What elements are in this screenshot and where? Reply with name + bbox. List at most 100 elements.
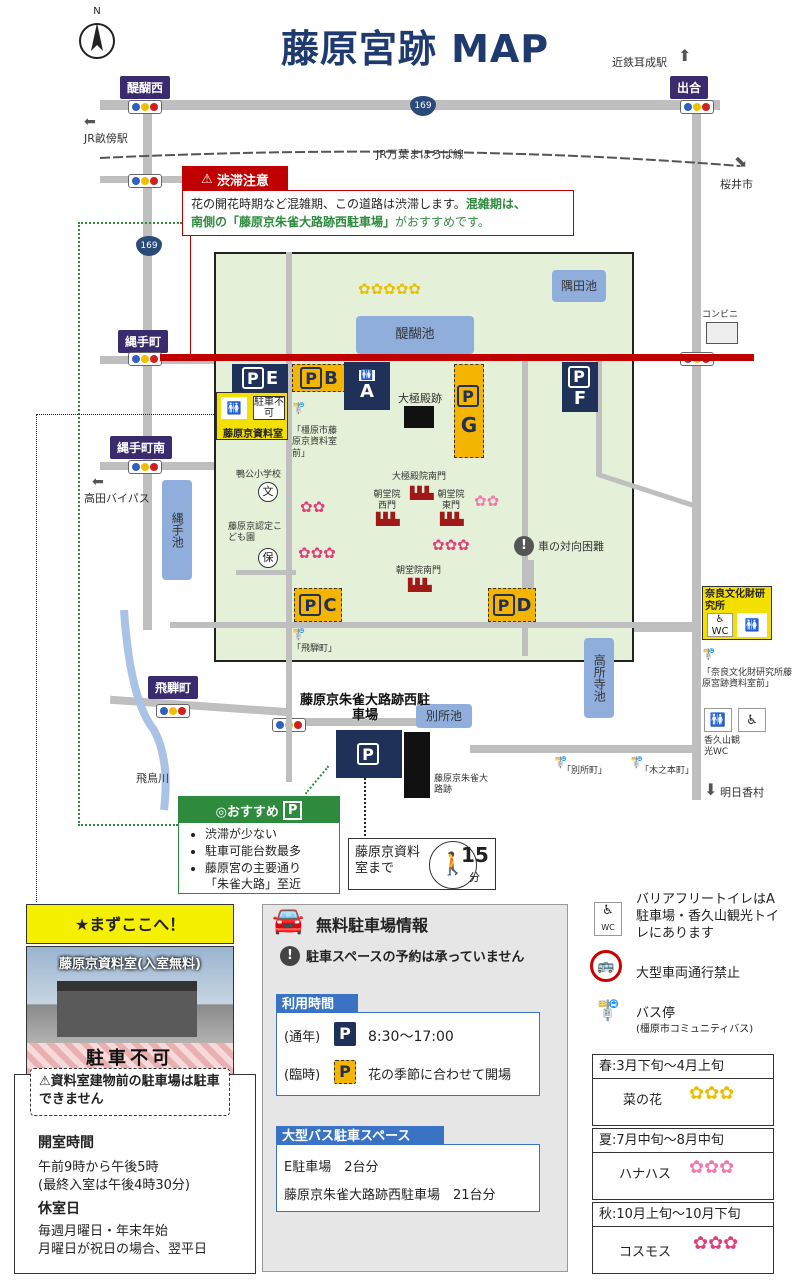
traffic-signal-icon — [156, 704, 190, 718]
parking-icon: P — [282, 800, 303, 820]
arrow-down-icon: ⬇ — [704, 780, 718, 799]
parking-icon: P — [300, 367, 323, 389]
bus-stop-kashihara-label: 「橿原市藤原京資料室前」 — [292, 426, 338, 459]
warning-icon: ⚠ — [201, 171, 213, 187]
recommended-route-dotted — [78, 824, 178, 826]
bus-stop-icon: 🚏 — [596, 998, 621, 1022]
closed-line-1: 毎週月曜日・年末年始 — [38, 1224, 169, 1239]
congestion-road — [160, 354, 754, 361]
bus-stop-nabunken-label: 「奈良文化財研究所藤原宮跡資料室前」 — [702, 668, 793, 690]
parking-icon: P — [357, 743, 379, 765]
season-period: 春:3月下旬～4月上旬 — [593, 1055, 773, 1079]
jr-line-label: JR万葉まほろば線 — [376, 148, 464, 161]
bus-stop-icon: 🚏 — [292, 402, 306, 415]
hours-line-2: (最終入室は午後4時30分) — [38, 1178, 190, 1193]
toilet-icon: 🚻 — [704, 708, 732, 732]
walk-minutes: 15 — [461, 843, 489, 867]
shiryoshitsu-marker[interactable]: 🚻 駐車不可 藤原京資料室 — [216, 392, 288, 440]
nabunken-label: 奈良文化財研究所 — [705, 589, 765, 612]
daigokuden-site — [404, 406, 434, 428]
recommend-item: 渋滞が少ない — [205, 826, 339, 843]
recommend-item: 藤原宮の主要通り — [205, 860, 339, 877]
intersection-daigo-west: 醍醐西 — [120, 76, 171, 99]
temp-label: (臨時) — [284, 1068, 321, 1083]
south-road — [290, 718, 470, 726]
intersection-deai: 出合 — [670, 76, 709, 99]
betsusho-pond: 別所池 — [416, 704, 472, 728]
recommended-route-dotted — [78, 222, 182, 224]
takada-bypass-label: 高田バイパス — [84, 492, 150, 505]
gate-icon: ▙▙▙ — [440, 512, 464, 526]
parking-a[interactable]: 🚻 A — [344, 362, 390, 410]
cosmos-flower-icon: ✿✿ — [300, 498, 326, 516]
accessible-wc-icon: ♿WC — [594, 902, 622, 936]
bus-parking-e: E駐車場 2台分 — [284, 1160, 379, 1175]
recommend-header: ◎おすすめ P — [179, 797, 339, 823]
kintetsu-label: 近鉄耳成駅 — [612, 56, 667, 69]
cosmos-flower-icon: ✿✿✿ — [693, 1233, 739, 1254]
arrow-left-icon: ⬅ — [84, 114, 96, 130]
nursery-icon: 保 — [258, 548, 278, 568]
west-parking-label: 藤原京朱雀大路跡西駐車場 — [300, 693, 431, 723]
bus-stop-legend-sub: (橿原市コミュニティバス) — [636, 1024, 754, 1035]
inner-road-v2 — [522, 356, 528, 656]
reservation-notice: 駐車スペースの予約は承っていません — [306, 950, 525, 965]
south-road-east — [470, 745, 695, 753]
gate-icon: ▙▙▙ — [408, 578, 432, 592]
start-route-dotted — [36, 414, 216, 415]
hours-line-1: 午前9時から午後5時 — [38, 1160, 159, 1175]
toilet-icon: 🚻 — [221, 397, 247, 419]
parking-icon: P — [334, 1060, 356, 1084]
nabunken-marker[interactable]: 奈良文化財研究所 ♿WC 🚻 — [702, 586, 772, 640]
arrow-up-icon: ⬆ — [678, 46, 692, 65]
asuka-river — [120, 610, 170, 811]
usage-hours-header: 利用時間 — [276, 994, 358, 1016]
jam-arrow — [190, 236, 191, 354]
regular-label: (通年) — [284, 1030, 321, 1045]
closed-line-2: 月曜日が祝日の場合、翌平日 — [38, 1242, 208, 1257]
store-icon — [706, 322, 738, 344]
inner-road-v1 — [286, 252, 292, 782]
photo-title: 藤原京資料室(入室無料) — [59, 957, 201, 972]
parking-icon: P — [241, 367, 264, 389]
compass-icon — [79, 23, 115, 59]
season-period: 秋:10月上旬～10月下旬 — [593, 1203, 773, 1227]
bus-stop-kinomoto-label: 「木之本町」 — [640, 766, 695, 776]
traffic-signal-icon — [680, 100, 714, 114]
walk-time-panel: 藤原京資料室まで 🚶 15 分 — [348, 838, 496, 890]
season-summer: 夏:7月中旬～8月中旬 ハナハス ✿✿✿ — [592, 1128, 774, 1200]
page-title: 藤原宮跡 MAP — [280, 27, 550, 71]
recommend-item: 駐車可能台数最多 — [205, 843, 339, 860]
shiryoshitsu-map-label: 藤原京資料室 — [223, 429, 283, 440]
walk-minutes-unit: 分 — [469, 871, 480, 884]
toilet-icon: 🚻 — [358, 370, 376, 381]
season-autumn: 秋:10月上旬～10月下旬 コスモス ✿✿✿ — [592, 1202, 774, 1274]
arrow-down-right-icon: ⬊ — [734, 152, 748, 171]
cosmos-flower-icon: ✿✿✿ — [432, 536, 470, 554]
east-road — [692, 100, 701, 800]
intersection-hida: 飛騨町 — [148, 676, 199, 699]
daigo-pond: 醍醐池 — [356, 316, 474, 354]
season-flower: 菜の花 — [623, 1093, 663, 1108]
bus-stop-betsusho-label: 「別所町」 — [562, 766, 608, 776]
temp-text: 花の季節に合わせて開場 — [368, 1068, 512, 1083]
bus-stop-icon: 🚏 — [630, 756, 644, 769]
traffic-signal-icon — [128, 352, 162, 366]
west-parking-lot[interactable]: P — [336, 730, 402, 778]
accessible-wc-icon: ♿WC — [707, 613, 733, 637]
warning-icon: ⚠ — [39, 1074, 51, 1089]
jr-line — [99, 150, 741, 167]
jr-unebi-label: JR畝傍駅 — [84, 132, 128, 145]
takatokoro-pond: 高所寺池 — [584, 638, 614, 718]
toilet-icon: 🚻 — [737, 613, 767, 637]
walk-dotted — [364, 778, 366, 840]
route-169-shield-2: 169 — [136, 236, 162, 256]
traffic-signal-icon — [128, 174, 162, 188]
cosmos-flower-icon: ✿✿✿ — [298, 544, 336, 562]
